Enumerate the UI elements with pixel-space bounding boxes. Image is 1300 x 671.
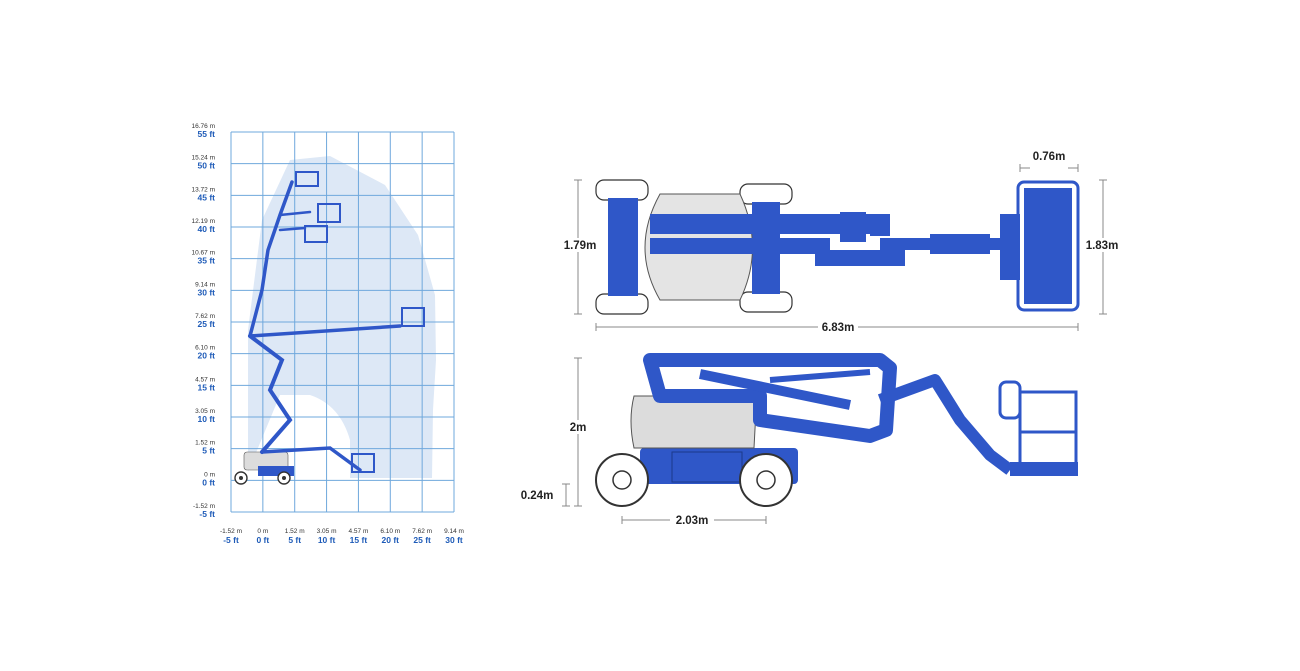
x-tick-ft-label: 15 ft <box>350 535 368 545</box>
working-envelope <box>248 156 436 478</box>
y-tick-ft-label: 35 ft <box>198 256 216 266</box>
x-tick-ft-label: 25 ft <box>413 535 431 545</box>
y-tick-m-label: 13.72 m <box>192 186 216 193</box>
y-tick-ft-label: 45 ft <box>198 192 216 202</box>
y-tick-ft-label: -5 ft <box>199 509 215 519</box>
x-tick-m-label: 7.62 m <box>412 528 432 535</box>
y-tick-m-label: -1.52 m <box>193 503 215 510</box>
chart-boom-positions <box>248 180 402 472</box>
x-tick-ft-label: -5 ft <box>223 535 239 545</box>
x-tick-m-label: 9.14 m <box>444 528 464 535</box>
stowed-length-label: 6.83m <box>822 322 855 334</box>
y-tick-ft-label: 10 ft <box>198 414 216 424</box>
x-tick-m-label: 3.05 m <box>317 528 337 535</box>
y-tick-m-label: 10.67 m <box>192 250 216 257</box>
y-tick-m-label: 0 m <box>204 471 215 478</box>
y-tick-m-label: 3.05 m <box>195 408 215 415</box>
y-tick-ft-label: 55 ft <box>198 129 216 139</box>
platform-width-label: 1.83m <box>1086 240 1119 252</box>
y-tick-ft-label: 25 ft <box>198 319 216 329</box>
range-chart: 16.76 m55 ft 15.24 m50 ft 13.72 m45 ft 12.1… <box>192 123 464 545</box>
x-tick-ft-label: 10 ft <box>318 535 336 545</box>
ground-clearance-label: 0.24m <box>521 490 554 502</box>
y-tick-ft-label: 0 ft <box>202 477 215 487</box>
chart-machine-base <box>234 451 294 485</box>
x-tick-m-label: 6.10 m <box>380 528 400 535</box>
y-tick-ft-label: 40 ft <box>198 224 216 234</box>
y-tick-ft-label: 20 ft <box>198 351 216 361</box>
y-tick-ft-label: 15 ft <box>198 382 216 392</box>
range-grid <box>230 131 455 513</box>
machine-width-label: 1.79m <box>564 240 597 252</box>
y-tick-m-label: 4.57 m <box>195 376 215 383</box>
y-tick-ft-label: 5 ft <box>202 446 215 456</box>
x-tick-m-label: 4.57 m <box>348 528 368 535</box>
y-tick-m-label: 6.10 m <box>195 345 215 352</box>
y-tick-m-label: 7.62 m <box>195 313 215 320</box>
y-axis-ticks: 16.76 m55 ft 15.24 m50 ft 13.72 m45 ft 12.1… <box>192 123 216 519</box>
x-tick-ft-label: 30 ft <box>445 535 463 545</box>
wheelbase-label: 2.03m <box>676 515 709 527</box>
y-tick-m-label: 9.14 m <box>195 281 215 288</box>
x-tick-m-label: 1.52 m <box>285 528 305 535</box>
y-tick-ft-label: 50 ft <box>198 161 216 171</box>
chart-platforms <box>295 171 425 473</box>
x-tick-m-label: -1.52 m <box>220 528 242 535</box>
top-view <box>595 179 1080 315</box>
x-axis-ticks: -1.52 m-5 ft 0 m0 ft 1.52 m5 ft 3.05 m10 ft… <box>220 528 464 545</box>
x-tick-ft-label: 20 ft <box>382 535 400 545</box>
y-tick-m-label: 16.76 m <box>192 123 216 130</box>
platform-depth-label: 0.76m <box>1033 151 1066 163</box>
x-tick-m-label: 0 m <box>257 528 268 535</box>
y-tick-ft-label: 30 ft <box>198 287 216 297</box>
x-tick-ft-label: 0 ft <box>256 535 269 545</box>
x-tick-ft-label: 5 ft <box>288 535 301 545</box>
y-tick-m-label: 15.24 m <box>192 155 216 162</box>
y-tick-m-label: 1.52 m <box>195 440 215 447</box>
side-view <box>595 353 1078 507</box>
dimension-labels: 0.76m 1.79m 1.83m 6.83m 2m 0.24m 2.03m <box>521 151 1119 527</box>
stowed-height-label: 2m <box>570 422 587 434</box>
y-tick-m-label: 12.19 m <box>192 218 216 225</box>
